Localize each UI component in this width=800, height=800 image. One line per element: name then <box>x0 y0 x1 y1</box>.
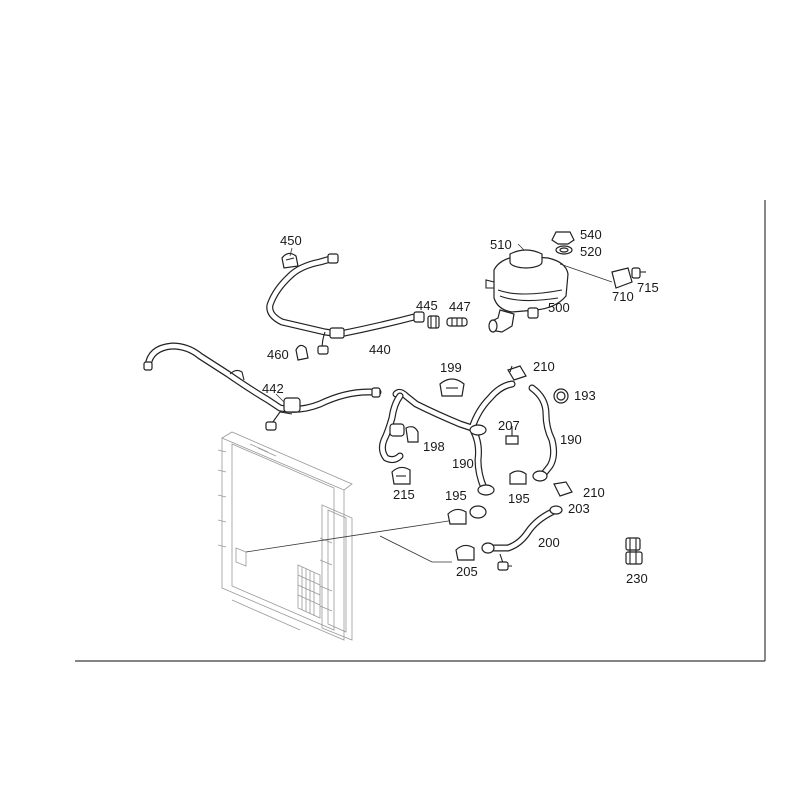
hose-440 <box>266 253 425 355</box>
clamp-210-top <box>507 365 527 381</box>
connector-445 <box>427 315 440 329</box>
hose-190-center <box>392 380 516 496</box>
label-195-center: 195 <box>508 491 530 506</box>
label-460: 460 <box>267 347 289 362</box>
clamp-195-center <box>509 470 527 485</box>
radiator-leader <box>245 519 456 553</box>
hose-section-lower-left <box>378 392 405 464</box>
bracket-230 <box>625 537 643 565</box>
seal-520 <box>555 245 573 255</box>
label-210-lower: 210 <box>583 485 605 500</box>
clamp-210-lower <box>553 481 573 497</box>
cap-540 <box>551 231 575 245</box>
clamp-198 <box>405 426 419 443</box>
label-715: 715 <box>637 280 659 295</box>
label-450: 450 <box>280 233 302 248</box>
label-215: 215 <box>393 487 415 502</box>
hose-442 <box>143 342 382 431</box>
ring-203 <box>549 505 563 515</box>
label-440: 440 <box>369 342 391 357</box>
label-510: 510 <box>490 237 512 252</box>
label-230: 230 <box>626 571 648 586</box>
clamp-450 <box>281 252 299 269</box>
ring-193 <box>553 388 569 404</box>
label-203: 203 <box>568 501 590 516</box>
label-199: 199 <box>440 360 462 375</box>
fitting-447 <box>446 317 468 327</box>
label-445: 445 <box>416 298 438 313</box>
label-195-left: 195 <box>445 488 467 503</box>
bracket-207 <box>505 426 519 445</box>
leader-205 <box>379 535 452 563</box>
label-190-right: 190 <box>560 432 582 447</box>
leader-442 <box>275 393 285 403</box>
label-442: 442 <box>262 381 284 396</box>
label-540: 540 <box>580 227 602 242</box>
leader-450 <box>289 247 293 257</box>
label-500: 500 <box>548 300 570 315</box>
label-198: 198 <box>423 439 445 454</box>
hose-190-right <box>528 384 558 482</box>
hose-200 <box>481 508 556 571</box>
radiator-grille <box>297 564 321 619</box>
clip-460 <box>295 344 309 361</box>
label-193: 193 <box>574 388 596 403</box>
sensor-710-715 <box>611 267 646 289</box>
label-190-center: 190 <box>452 456 474 471</box>
label-520: 520 <box>580 244 602 259</box>
expansion-tank-500 <box>485 249 569 333</box>
clamp-215 <box>391 466 411 485</box>
label-200: 200 <box>538 535 560 550</box>
label-207: 207 <box>498 418 520 433</box>
clamp-205 <box>455 544 475 561</box>
leader-510 <box>517 243 525 251</box>
label-447: 447 <box>449 299 471 314</box>
label-210-top: 210 <box>533 359 555 374</box>
clamp-199 <box>439 378 465 397</box>
leader-tank-sensor <box>559 263 613 283</box>
clamp-195-left <box>447 505 487 525</box>
label-710: 710 <box>612 289 634 304</box>
label-205: 205 <box>456 564 478 579</box>
radiator-drawing <box>217 431 353 641</box>
